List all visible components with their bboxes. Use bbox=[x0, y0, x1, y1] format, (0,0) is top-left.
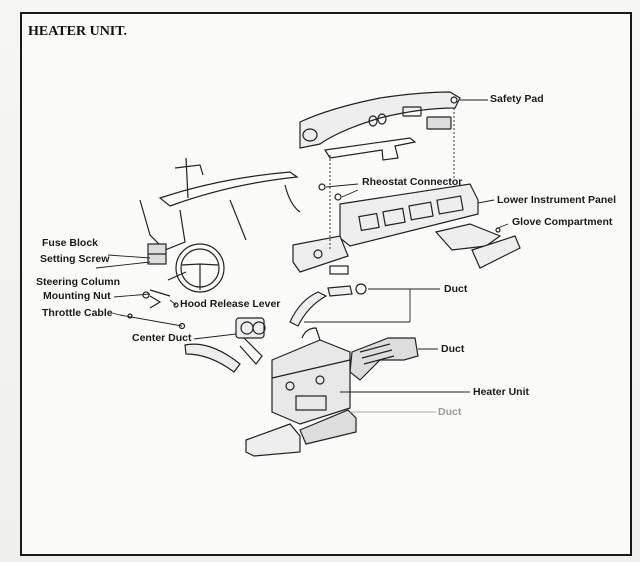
right-duct-part bbox=[349, 337, 419, 381]
diagram-frame bbox=[20, 12, 632, 556]
lower-duct-part bbox=[245, 409, 357, 457]
label-hood-release-lever: Hood Release Lever bbox=[180, 298, 281, 310]
page-title: HEATER UNIT. bbox=[28, 24, 128, 39]
upper-duct-part bbox=[289, 283, 367, 327]
glove-compartment-part bbox=[434, 223, 521, 269]
label-duct-right: Duct bbox=[441, 343, 465, 355]
label-rheostat-connector: Rheostat Connector bbox=[362, 176, 463, 188]
label-mounting-nut: Mounting Nut bbox=[43, 290, 111, 302]
label-steering-column: Steering Column bbox=[36, 276, 121, 288]
label-setting-screw: Setting Screw bbox=[40, 253, 110, 265]
label-center-duct: Center Duct bbox=[132, 332, 192, 344]
label-throttle-cable: Throttle Cable bbox=[42, 307, 113, 319]
label-duct-upper: Duct bbox=[444, 283, 468, 295]
label-glove-compartment: Glove Compartment bbox=[512, 216, 613, 228]
label-safety-pad: Safety Pad bbox=[490, 93, 544, 105]
label-heater-unit: Heater Unit bbox=[473, 386, 530, 398]
safety-pad-part bbox=[299, 91, 461, 161]
dash-frame-part bbox=[139, 157, 301, 309]
heater-unit-part bbox=[271, 327, 351, 425]
label-duct-lower: Duct bbox=[438, 406, 462, 418]
label-lower-instrument-panel: Lower Instrument Panel bbox=[497, 194, 617, 206]
lower-instrument-panel-part bbox=[292, 183, 479, 275]
label-fuse-block: Fuse Block bbox=[42, 237, 99, 249]
center-duct-part bbox=[184, 317, 266, 373]
